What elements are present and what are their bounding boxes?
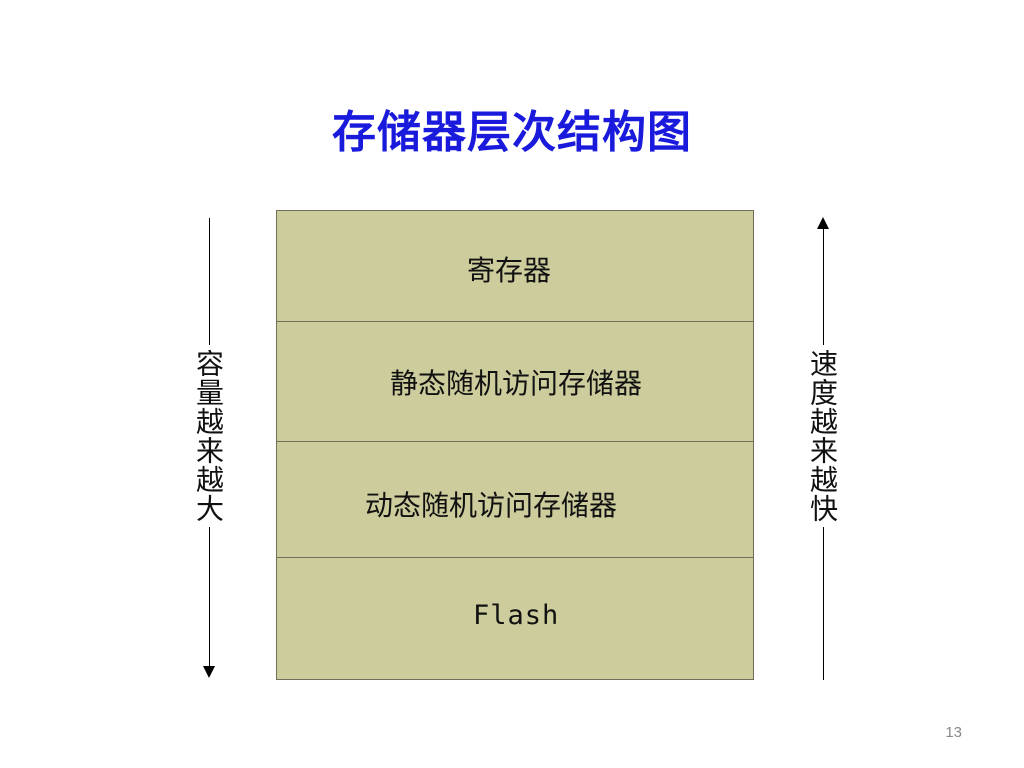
layer-sram-label: 静态随机访问存储器 xyxy=(390,367,643,400)
slide-title: 存储器层次结构图 xyxy=(332,107,692,158)
right-axis-arrow-up-icon xyxy=(817,217,829,229)
left-axis-label: 容量越来越大 xyxy=(192,345,225,527)
layer-register: 寄存器 xyxy=(276,210,754,322)
memory-hierarchy-stack: 寄存器 静态随机访问存储器 动态随机访问存储器 Flash xyxy=(276,210,754,680)
page-number: 13 xyxy=(945,724,962,741)
layer-dram-label: 动态随机访问存储器 xyxy=(365,489,618,522)
layer-flash-label: Flash xyxy=(473,600,560,631)
layer-sram: 静态随机访问存储器 xyxy=(276,321,754,442)
layer-flash: Flash xyxy=(276,557,754,680)
left-axis-arrow-down-icon xyxy=(203,666,215,678)
layer-dram: 动态随机访问存储器 xyxy=(276,441,754,558)
right-axis-label: 速度越来越快 xyxy=(806,345,839,527)
layer-register-label: 寄存器 xyxy=(467,254,552,287)
